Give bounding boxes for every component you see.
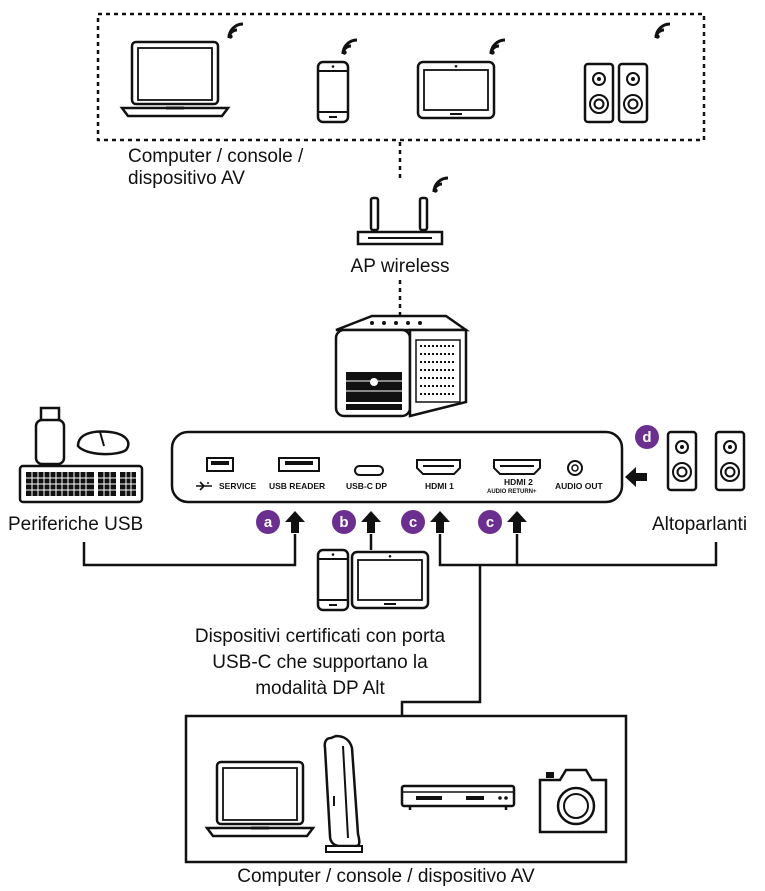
usbc-dp-port: USB-C DP [346,465,387,491]
badge-c-hdmi1: c [401,510,425,534]
router-icon [356,196,444,246]
wired-group-box [184,714,628,864]
badge-d-letter: d [642,429,651,446]
audio-out-port: AUDIO OUT [555,460,604,491]
mouse-icon [76,430,130,456]
badge-c-hdmi2: c [478,510,502,534]
wifi-icon [653,22,672,41]
badge-d: d [635,425,659,449]
laptop-icon [205,760,315,838]
tablet-icon [350,550,430,610]
laptop-icon [120,40,230,118]
hdmi2-label: HDMI 2 [504,477,533,487]
speaker-line [517,542,718,567]
audio-out-label: AUDIO OUT [555,481,604,491]
speakers-label: Altoparlanti [652,514,748,535]
hdmi2-port: HDMI 2 AUDIO RETURN+ [487,459,541,495]
speaker-icon [714,430,746,492]
usb-drive-icon [34,406,66,466]
usb-reader-port: USB READER [269,457,325,491]
hdmi-line [438,534,519,567]
badge-c2-letter: c [486,514,494,531]
wifi-icon [340,38,359,57]
badge-b: b [332,510,356,534]
usbc-dp-label: USB-C DP [346,481,387,491]
dvd-player-icon [400,784,516,810]
projector-icon [334,314,470,418]
badge-c1-letter: c [409,514,417,531]
hdmi2-sublabel: AUDIO RETURN+ [487,489,537,495]
port-panel [170,430,624,504]
arrow-icon [361,511,381,533]
arrow-icon [430,511,450,533]
game-console-icon [323,734,363,853]
camera-icon [538,768,608,834]
phone-icon [316,60,350,124]
usb-peripherals-label: Periferiche USB [8,514,144,535]
speaker-icon [617,62,649,124]
usb-reader-label: USB READER [269,481,325,491]
usbc-devices-label: Dispositivi certificati con porta USB-C … [194,626,446,699]
badge-a: a [256,510,280,534]
wired-group-label: Computer / console / dispositivo AV [237,866,535,887]
usb-line [82,534,297,567]
hdmi1-port: HDMI 1 [416,459,461,491]
service-port-label: SERVICE [219,481,256,491]
service-port: SERVICE [196,457,256,491]
keyboard-icon [18,464,144,504]
arrow-icon [625,467,647,487]
arrow-icon [285,511,305,533]
badge-b-letter: b [339,514,348,531]
wifi-icon [431,176,450,195]
wifi-icon [226,22,245,41]
speaker-icon [666,430,698,492]
phone-icon [316,548,350,612]
speaker-icon [583,62,615,124]
tablet-icon [416,60,496,120]
wireless-group-box [96,12,706,142]
arrow-icon [507,511,527,533]
wired-group-line [400,565,482,716]
wireless-ap-label: AP wireless [350,256,450,277]
badge-a-letter: a [264,514,273,531]
wireless-group-label: Computer / console / dispositivo AV [128,146,304,189]
wifi-icon [488,38,507,57]
hdmi1-label: HDMI 1 [425,481,454,491]
